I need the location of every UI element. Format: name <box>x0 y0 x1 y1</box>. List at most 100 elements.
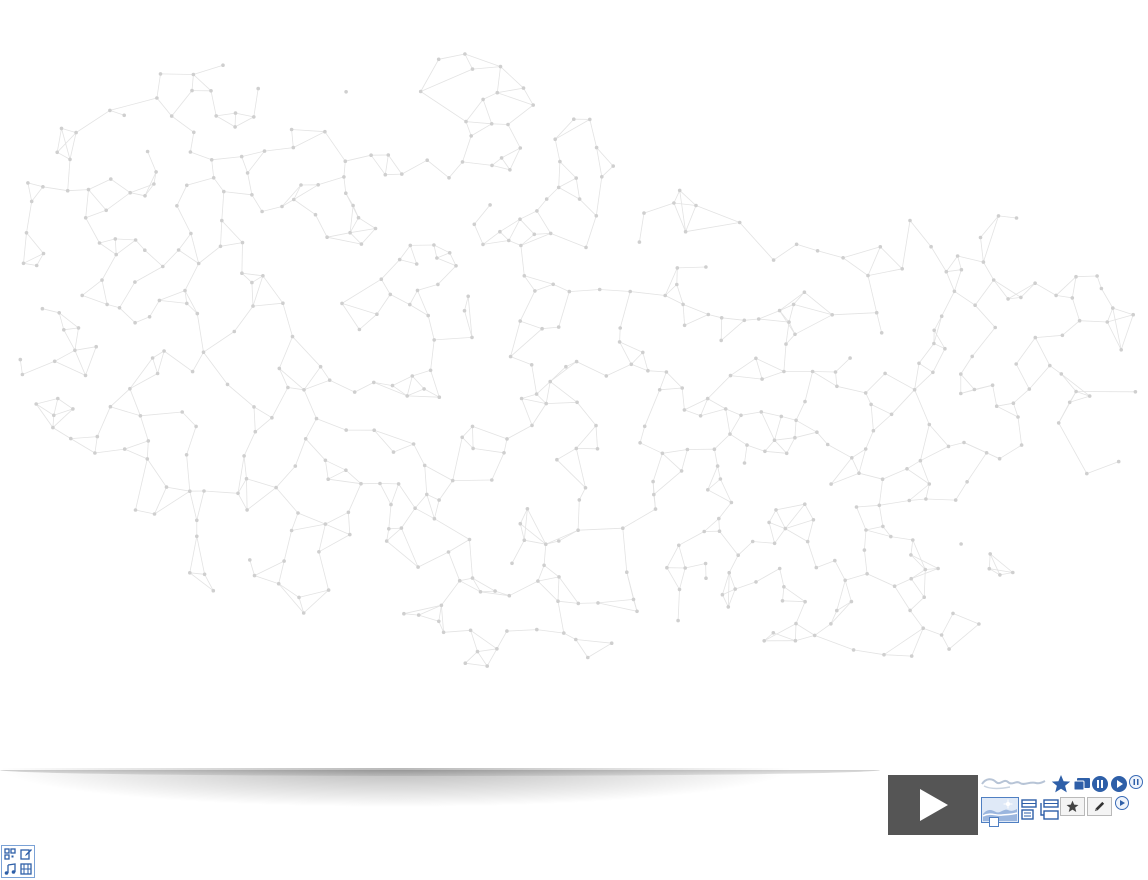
graph-node <box>104 208 108 213</box>
graph-edge <box>88 178 111 190</box>
graph-edge <box>399 245 411 260</box>
graph-node <box>169 114 174 118</box>
graph-edge <box>320 366 331 381</box>
edit-button[interactable] <box>1087 797 1112 816</box>
graph-node <box>313 212 318 217</box>
graph-node <box>359 481 363 486</box>
graph-edge <box>291 523 326 531</box>
graph-edge <box>53 408 74 416</box>
star-icon[interactable] <box>1051 774 1071 794</box>
graph-node <box>343 159 348 163</box>
graph-node <box>850 456 854 460</box>
graph-node <box>20 372 25 377</box>
music-note-icon[interactable] <box>2 862 18 878</box>
graph-node <box>1054 293 1058 298</box>
play-small-icon[interactable] <box>1111 776 1127 792</box>
graph-node <box>882 652 886 657</box>
graph-edge <box>644 389 661 427</box>
graph-edge <box>186 303 198 314</box>
layout-tree-icon[interactable] <box>1039 799 1059 821</box>
graph-node <box>562 631 566 635</box>
graph-node <box>344 90 348 94</box>
graph-node <box>728 432 732 436</box>
graph-edge <box>779 304 794 311</box>
play-outline-icon[interactable] <box>1115 796 1129 810</box>
qr-code-icon[interactable] <box>2 846 18 862</box>
graph-node <box>460 160 465 164</box>
graph-edge <box>56 132 77 153</box>
graph-edge <box>135 239 146 251</box>
graph-node <box>881 524 885 529</box>
graph-edge <box>758 318 790 323</box>
graph-edge <box>543 544 547 566</box>
graph-node <box>576 601 581 606</box>
play-button[interactable] <box>888 775 978 835</box>
graph-node <box>1011 570 1015 575</box>
graph-node <box>1131 312 1135 317</box>
graph-edge <box>786 437 796 454</box>
graph-node <box>583 486 588 490</box>
graph-node <box>780 599 785 603</box>
layout-list-icon[interactable] <box>1021 799 1038 821</box>
graph-edge <box>291 129 294 148</box>
graph-node <box>1095 274 1099 278</box>
graph-edge <box>325 511 349 525</box>
graph-edge <box>659 387 683 391</box>
graph-edge <box>196 536 205 575</box>
graph-node <box>55 150 59 155</box>
graph-node <box>959 372 963 376</box>
graph-edge <box>536 381 551 395</box>
graph-node <box>889 534 893 539</box>
graph-node <box>784 342 788 346</box>
graph-edge <box>61 128 77 133</box>
present-screen-icon[interactable] <box>1073 777 1091 791</box>
graph-node <box>535 627 539 632</box>
landscape-slide-icon[interactable] <box>981 797 1019 827</box>
pause-outline-icon[interactable] <box>1129 775 1143 789</box>
graph-node <box>771 258 776 262</box>
graph-edge <box>251 282 254 307</box>
graph-node <box>190 369 195 374</box>
edit-note-icon[interactable] <box>18 846 34 862</box>
graph-node <box>931 370 935 375</box>
graph-node <box>862 548 867 552</box>
graph-edge <box>465 121 492 125</box>
graph-edge <box>23 262 37 266</box>
graph-edge <box>354 382 374 393</box>
graph-edge <box>223 191 252 196</box>
graph-node <box>754 580 758 584</box>
graph-node <box>951 611 955 616</box>
graph-edge <box>662 449 688 454</box>
film-icon[interactable] <box>18 862 34 878</box>
graph-node <box>972 387 977 392</box>
graph-edge <box>186 426 197 455</box>
graph-node <box>1019 295 1023 300</box>
graph-node <box>463 661 468 665</box>
graph-edge <box>519 218 535 235</box>
graph-node <box>138 414 143 418</box>
graph-node <box>418 89 423 94</box>
graph-node <box>519 243 523 248</box>
graph-edge <box>426 494 435 519</box>
pause-icon[interactable] <box>1092 776 1108 792</box>
graph-edge <box>237 455 245 494</box>
graph-edge <box>110 388 131 407</box>
graph-edge <box>465 99 484 122</box>
graph-node <box>373 226 378 231</box>
graph-node <box>1056 421 1061 425</box>
graph-edge <box>341 303 360 330</box>
graph-edge <box>546 187 559 200</box>
graph-edge <box>817 250 844 259</box>
signature-path-icon[interactable] <box>980 774 1046 792</box>
graph-edge <box>842 246 881 259</box>
graph-edge <box>166 486 190 492</box>
graph-edge <box>521 398 533 426</box>
favorite-button[interactable] <box>1060 797 1085 816</box>
graph-edge <box>448 161 463 179</box>
graph-node <box>408 302 412 307</box>
graph-node <box>352 390 357 394</box>
graph-node <box>923 567 928 572</box>
graph-node <box>544 542 548 546</box>
quick-menu[interactable] <box>1 845 35 878</box>
